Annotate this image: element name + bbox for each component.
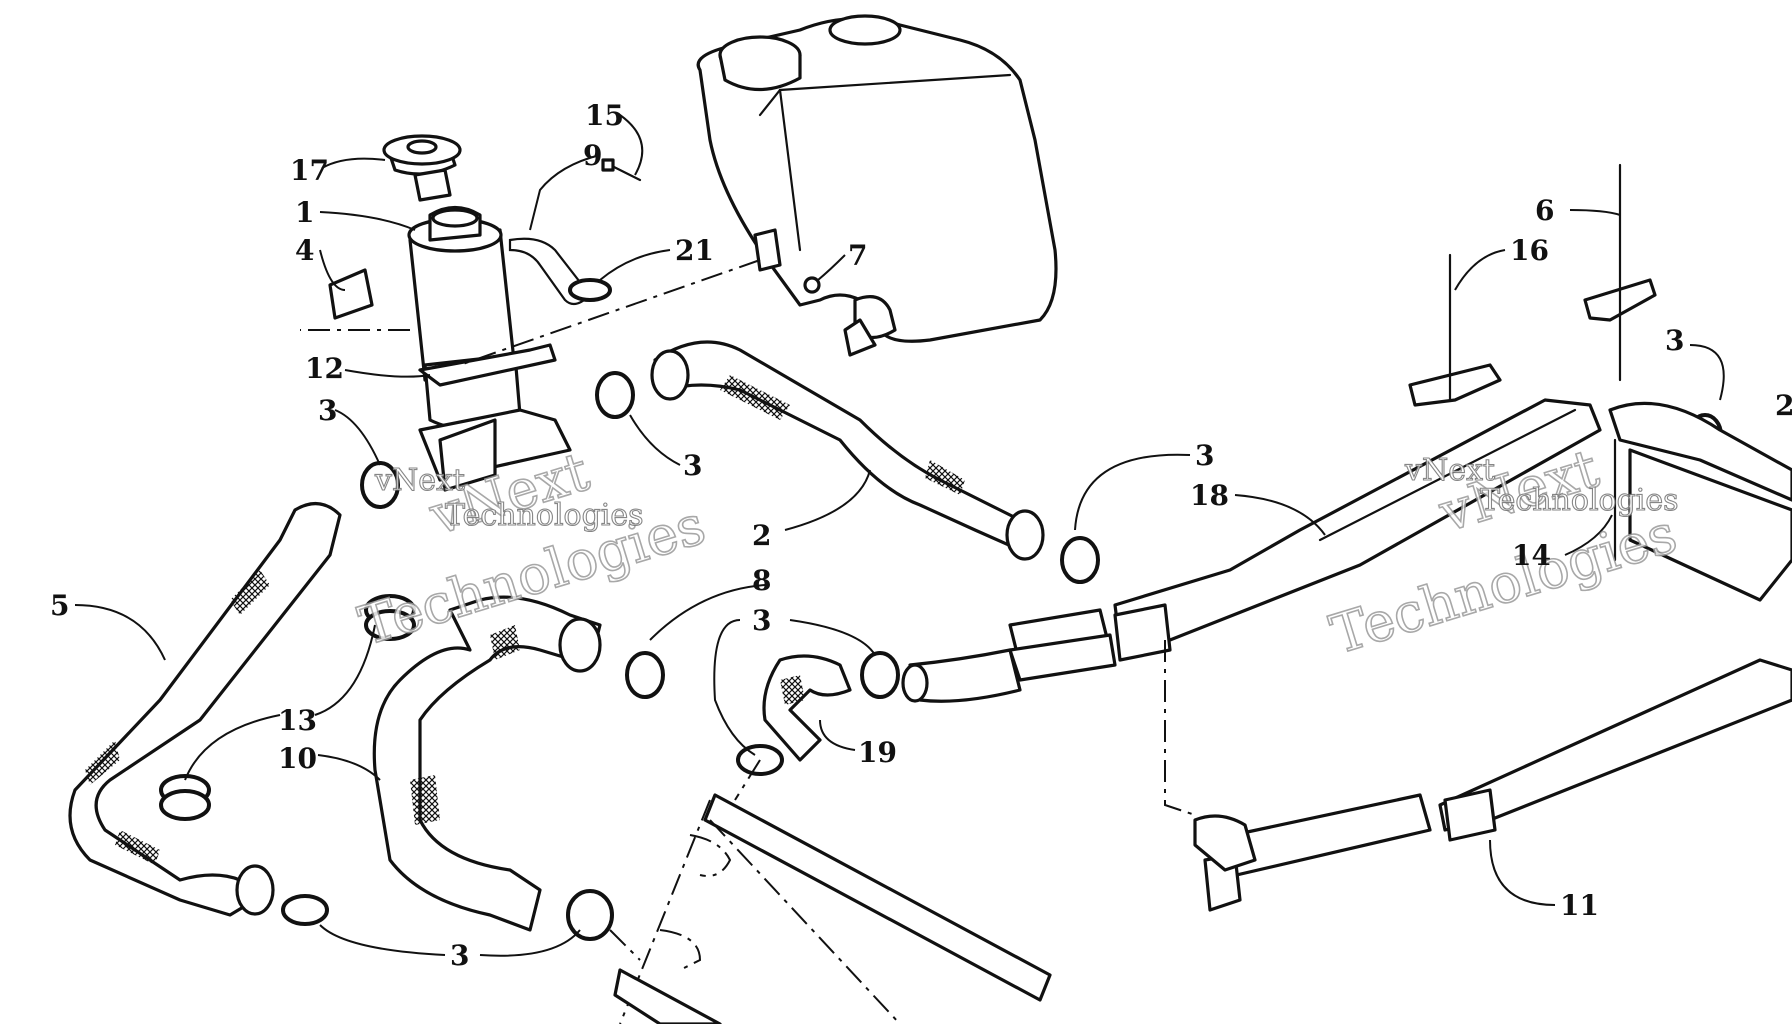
callout-12: 12: [305, 352, 344, 385]
watermark-right-small: vNext: [1404, 453, 1495, 488]
nut: [803, 276, 821, 294]
callout-10: 10: [278, 742, 317, 775]
heat-exchanger-rails: [1008, 398, 1792, 912]
clamp-21: [568, 278, 612, 302]
callout-13: 13: [278, 704, 317, 737]
callout-15: 15: [585, 99, 624, 132]
connector-end: [901, 663, 929, 703]
callout-18: 18: [1190, 479, 1229, 512]
routing-line-3: [1164, 640, 1196, 816]
leader-lines: [74, 114, 1725, 957]
watermark-left-small-2: Technologies: [445, 498, 644, 533]
hose-elbow: [762, 654, 852, 762]
callout-6: 6: [1535, 194, 1554, 227]
hose-middle-s: [372, 595, 602, 932]
callout-5: 5: [50, 589, 69, 622]
callout-1: 1: [295, 196, 314, 229]
callout-11: 11: [1560, 889, 1599, 922]
callout-3-c: 3: [450, 939, 469, 972]
callout-2: 2: [752, 519, 771, 552]
callout-3-f: 3: [1665, 324, 1684, 357]
callout-14: 14: [1512, 539, 1551, 572]
filler-neck-assembly: [382, 134, 572, 492]
hose-left-long: [68, 502, 342, 917]
routing-line-5: [609, 929, 641, 961]
overflow-hose: [508, 237, 592, 306]
bolt-head: [601, 158, 615, 172]
callout-8: 8: [752, 564, 771, 597]
callout-2-b: 2: [1775, 389, 1792, 422]
hose-upper-long: [650, 340, 1045, 561]
callout-16: 16: [1510, 234, 1549, 267]
callout-4: 4: [295, 234, 314, 267]
insulator-pad: [1408, 363, 1502, 407]
callout-3-b: 3: [683, 449, 702, 482]
bracket: [753, 228, 782, 272]
callout-3-e: 3: [1195, 439, 1214, 472]
radiator: [613, 793, 1052, 1024]
routing-line-4: [734, 759, 761, 801]
callout-17: 17: [290, 154, 329, 187]
coolant-reservoir-tank: [696, 14, 1058, 357]
callout-9: 9: [583, 139, 602, 172]
watermark-right-small-2: Technologies: [1480, 483, 1679, 518]
watermark-left-small: vNext: [374, 463, 465, 498]
callout-7: 7: [848, 239, 867, 272]
rail-connector-hose: [908, 648, 1022, 703]
label-decal: [328, 268, 374, 320]
callout-19: 19: [858, 736, 897, 769]
bolt: [608, 163, 642, 182]
routing-line-2: [459, 259, 761, 366]
callout-21: 21: [675, 234, 714, 267]
callout-3-a: 3: [318, 394, 337, 427]
callout-3-d: 3: [752, 604, 771, 637]
callout-labels: 17 1 4 12 3 15 9 21 7 3 5 13 10 3 2 8 3 …: [50, 99, 1792, 972]
